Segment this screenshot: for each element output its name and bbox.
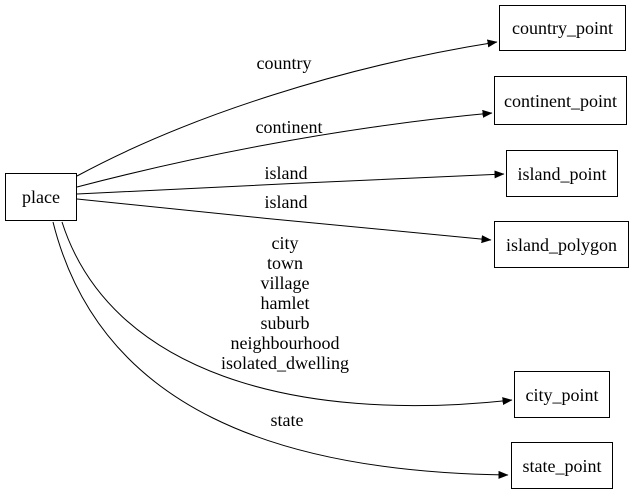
edge-label-place-to-state_point: state [271, 410, 304, 430]
edge-label-place-to-island_polygon: island [265, 192, 308, 212]
edge-label-line: island [264, 192, 308, 212]
edge-place-to-state_point [52, 221, 509, 479]
edge-label-line: village [260, 273, 310, 293]
edge-label-line: city [271, 233, 299, 253]
edge-group [52, 39, 513, 479]
edge-place-to-continent_point [76, 109, 493, 188]
node-label: place [22, 187, 60, 207]
edge-label-place-to-continent_point: continent [256, 117, 323, 137]
edge-place-to-country_point [76, 39, 498, 177]
node-label: continent_point [504, 90, 617, 111]
edge-label-place-to-country_point: country [257, 53, 312, 73]
edge-label-line: hamlet [260, 293, 310, 313]
edge-place-to-island_point [76, 170, 505, 195]
edge-label-line: neighbourhood [230, 333, 340, 353]
edge-place-to-island_polygon [76, 198, 492, 244]
edge-label-line: continent [255, 117, 323, 137]
edge-label-line: town [266, 253, 303, 273]
edge-label-line: island [264, 163, 308, 183]
edge-place-to-city_point [61, 221, 513, 407]
node-island_polygon: island_polygon [494, 221, 629, 268]
node-label: island_polygon [506, 234, 617, 255]
node-label: state_point [522, 455, 602, 476]
node-state_point: state_point [511, 442, 613, 489]
node-place: place [5, 173, 77, 221]
edge-label-line: state [270, 410, 304, 430]
node-city_point: city_point [514, 371, 610, 418]
node-label: city_point [525, 384, 599, 405]
node-label: country_point [512, 18, 613, 38]
node-country_point: country_point [499, 5, 626, 51]
node-continent_point: continent_point [494, 76, 627, 125]
edge-label-line: country [256, 53, 312, 73]
edge-label-line: isolated_dwelling [221, 353, 349, 373]
edge-label-place-to-island_point: island [265, 163, 308, 183]
node-label: island_point [517, 163, 607, 184]
edge-label-line: suburb [260, 313, 310, 333]
node-island_point: island_point [506, 150, 618, 197]
